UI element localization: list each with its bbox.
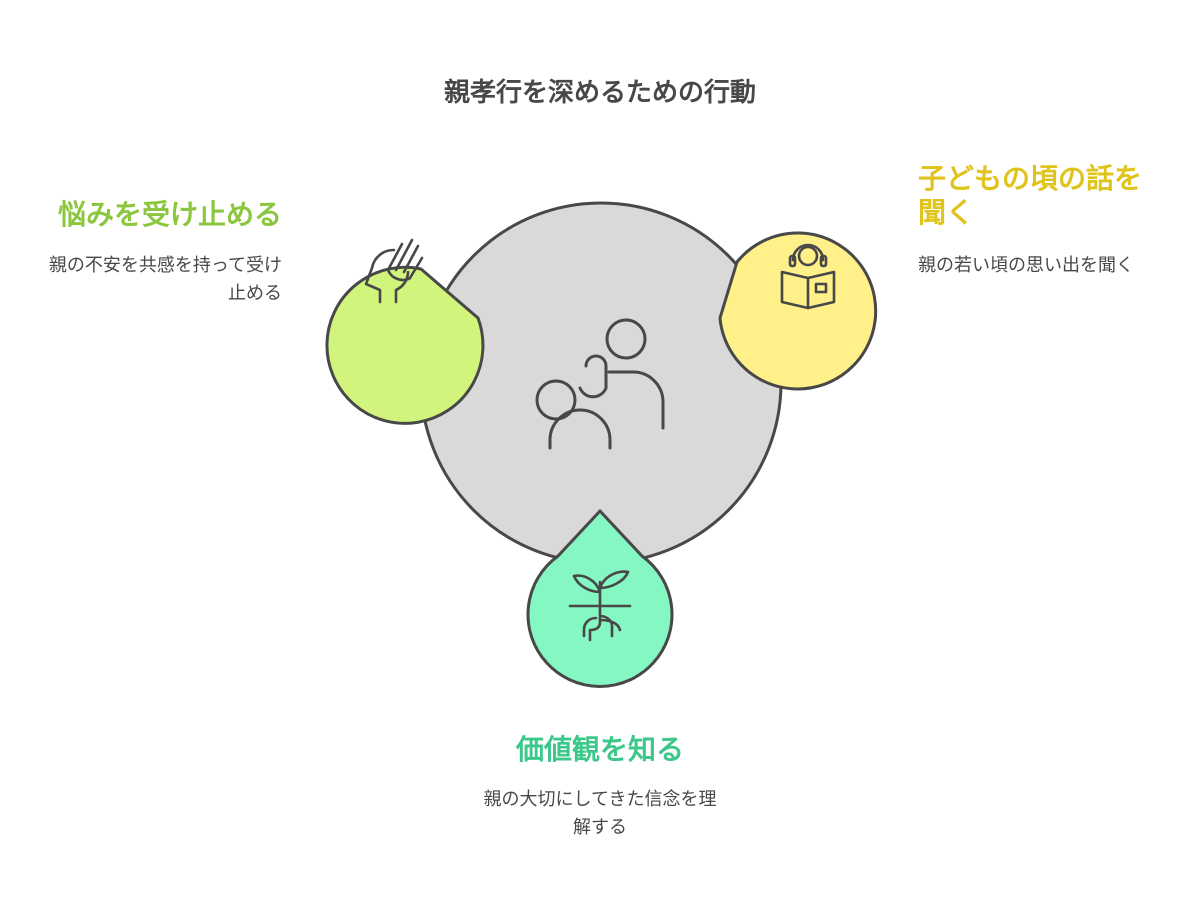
right-droplet	[718, 231, 878, 391]
right-heading: 子どもの頃の話を聞く	[918, 162, 1143, 229]
left-description: 親の不安を共感を持って受け止める	[48, 255, 282, 304]
diagram-title: 親孝行を深めるための行動	[443, 78, 756, 108]
center-circle	[419, 201, 783, 565]
hand-on-head-icon	[364, 238, 424, 304]
left-heading: 悩みを受け止める	[57, 198, 282, 231]
left-droplet	[325, 265, 485, 425]
listener-with-book-icon	[780, 243, 836, 310]
right-description: 親の若い頃の思い出を聞く	[918, 255, 1134, 276]
parent-child-icon	[535, 318, 665, 450]
bottom-heading: 価値観を知る	[515, 733, 684, 766]
sprout-with-roots-icon	[568, 570, 632, 642]
bottom-description: 親の大切にしてきた信念を理解する	[483, 789, 717, 838]
